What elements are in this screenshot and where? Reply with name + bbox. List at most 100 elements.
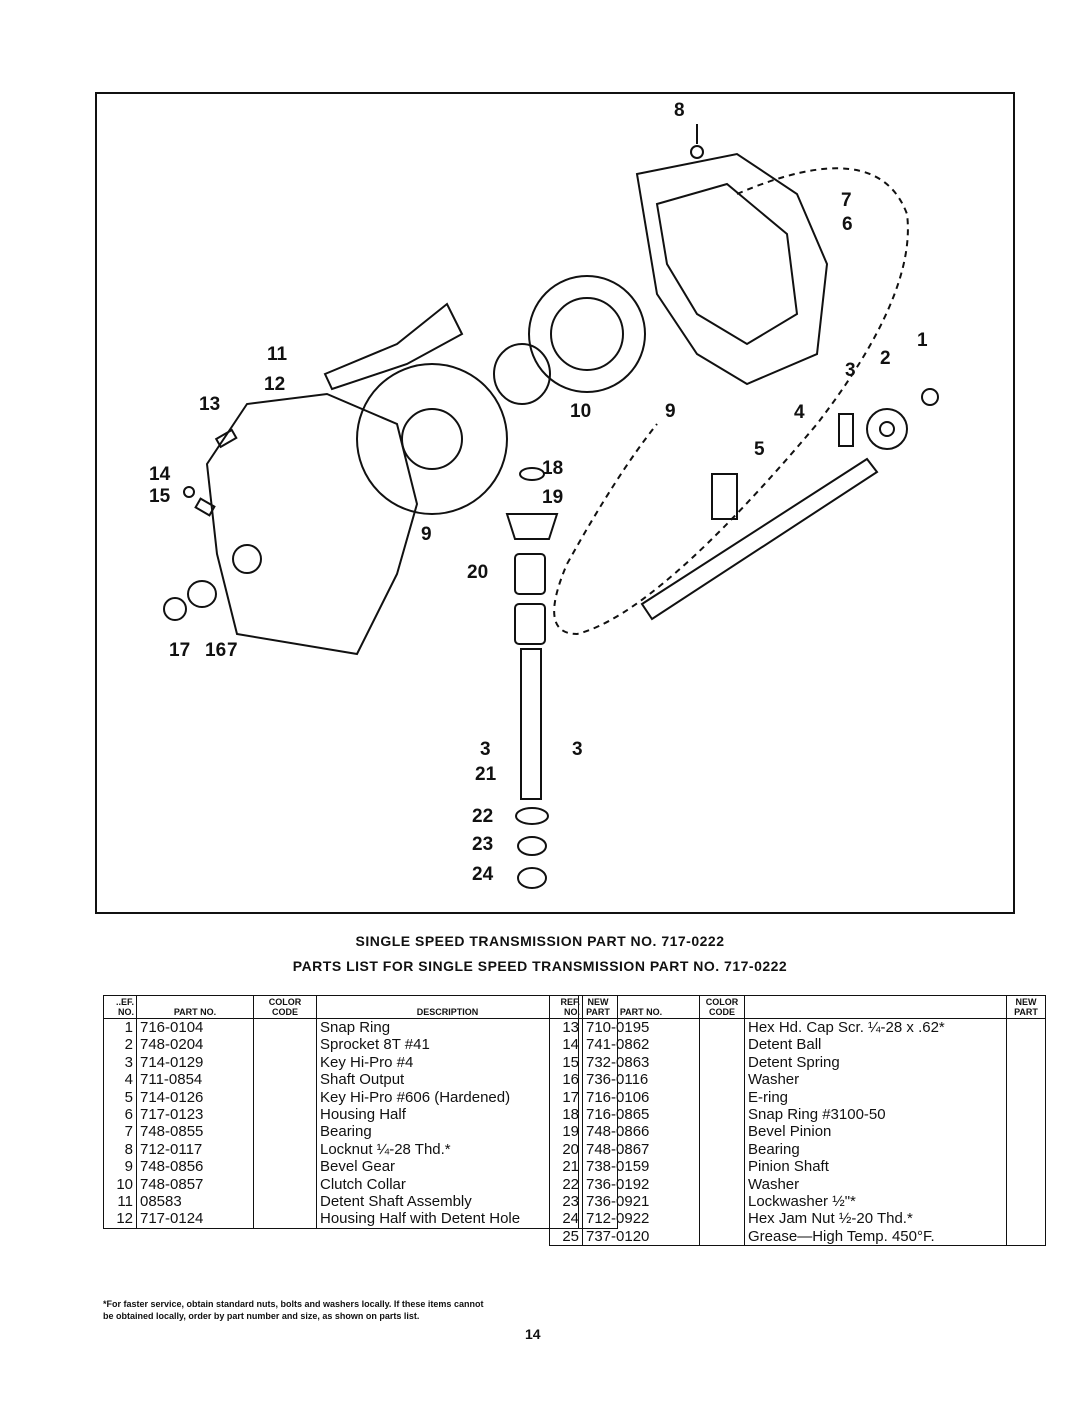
key-5 [711,473,738,520]
part-number: 711-0854 [136,1071,254,1089]
part-number: 737-0120 [582,1227,700,1247]
color-code [699,1036,745,1054]
e-ring-17 [163,597,187,621]
description: Bearing [316,1123,579,1141]
description: Grease—High Temp. 450°F. [744,1227,1007,1247]
right-housing-half [635,152,829,386]
part-number: 710-0195 [582,1018,700,1037]
large-gear [356,363,508,515]
part-number: 738-0159 [582,1158,700,1176]
part-number: 717-0123 [136,1106,254,1124]
part-number: 748-0867 [582,1140,700,1159]
bearing-7-left [232,544,262,574]
new-part [1006,1123,1046,1141]
new-part [1006,1018,1046,1037]
color-code [699,1123,745,1141]
color-code [699,1210,745,1228]
detent-shaft [323,302,464,391]
description: Shaft Output [316,1071,579,1089]
description: Detent Spring [744,1053,1007,1072]
col-part-header: PART NO. [136,995,254,1019]
description: Bevel Gear [316,1158,579,1176]
description: Snap Ring #3100-50 [744,1106,1007,1124]
snap-ring-1 [921,388,939,406]
exploded-view-diagram: 8 7 6 1 3 2 11 12 13 4 5 18 19 10 9 14 1… [95,92,1015,914]
page-number: 14 [525,1326,541,1342]
color-code [253,1210,317,1229]
callout-label: 21 [475,764,497,785]
callout-label: 3 [845,360,856,381]
callout-label: 8 [674,100,685,121]
bearing-20-upper [514,553,546,595]
callout-label: 7 [841,190,852,211]
color-code [699,1158,745,1176]
new-part [1006,1140,1046,1159]
ref-number: 5 [103,1088,137,1107]
color-code [699,1106,745,1124]
ref-number: 21 [549,1158,583,1176]
callout-label: 16 [205,640,227,661]
description: Hex Hd. Cap Scr. ¼-28 x .62* [744,1018,1007,1037]
lockwasher-23 [517,836,547,856]
ref-number: 10 [103,1175,137,1194]
cap-screw [214,428,238,449]
description: Detent Shaft Assembly [316,1193,579,1211]
ref-number: 8 [103,1140,137,1159]
right-housing-inner [655,182,799,346]
ref-number: 7 [103,1123,137,1141]
ref-number: 17 [549,1088,583,1107]
part-number: 716-0865 [582,1106,700,1124]
col-description-header [744,995,1007,1019]
part-number: 716-0106 [582,1088,700,1107]
callout-label: 24 [472,864,494,885]
description: Clutch Collar [316,1175,579,1194]
part-number: 716-0104 [136,1018,254,1037]
footnote: *For faster service, obtain standard nut… [103,1298,483,1322]
callout-label: 5 [754,439,765,460]
color-code [253,1140,317,1159]
description: E-ring [744,1088,1007,1107]
sprocket [866,408,908,450]
part-number: 748-0866 [582,1123,700,1141]
description: Sprocket 8T #41 [316,1036,579,1054]
description: Bevel Pinion [744,1123,1007,1141]
callout-label: 19 [542,487,564,508]
ref-number: 11 [103,1193,137,1211]
color-code [253,1106,317,1124]
callout-label: 2 [880,348,891,369]
color-code [699,1071,745,1089]
ref-number: 25 [549,1227,583,1247]
part-number: 736-0116 [582,1071,700,1089]
ref-number: 16 [549,1071,583,1089]
ref-number: 12 [103,1210,137,1229]
part-number: 741-0862 [582,1036,700,1054]
callout-label: 17 [169,640,191,661]
bearing-20-lower [514,603,546,645]
part-number: 08583 [136,1193,254,1211]
callout-label: 12 [264,374,286,395]
callout-label: 22 [472,806,494,827]
callout-label: 7 [227,640,238,661]
part-number: 714-0129 [136,1053,254,1072]
color-code [699,1227,745,1247]
snap-ring-18 [519,467,545,481]
left-housing-half [205,392,419,656]
large-gear-hub [401,408,463,470]
description: Key Hi-Pro #4 [316,1053,579,1072]
new-part [1006,1106,1046,1124]
col-color-header: COLOR CODE [699,995,745,1019]
new-part [1006,1036,1046,1054]
part-number: 717-0124 [136,1210,254,1229]
ref-number: 1 [103,1018,137,1037]
bevel-gear [528,275,646,393]
part-number: 748-0855 [136,1123,254,1141]
